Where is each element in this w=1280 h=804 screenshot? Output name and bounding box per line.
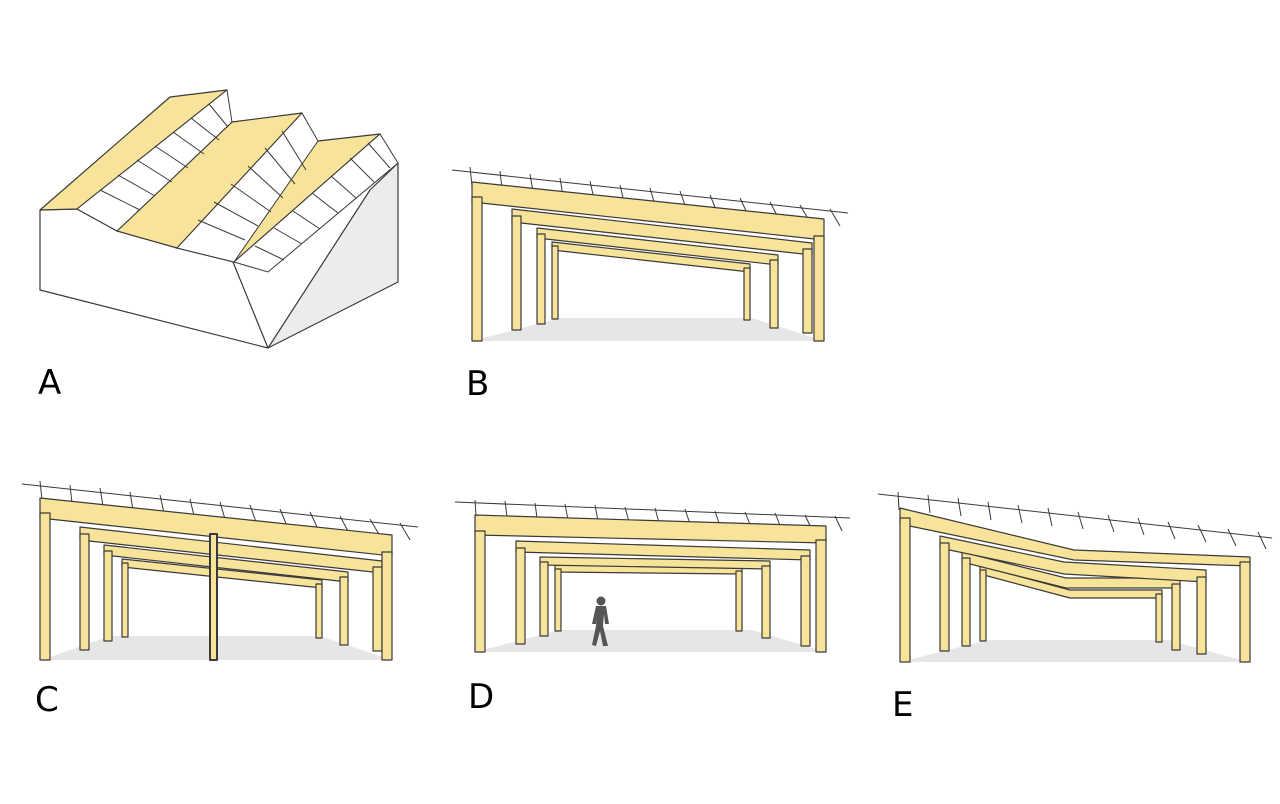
panel-b-portal-frames [451,166,849,342]
panel-d-floor [475,630,826,652]
panel-a-sawtooth-building [39,89,399,349]
panel-b-left-column [471,196,483,342]
panel-label-c: C [35,680,59,720]
panel-e-cranked-frames [877,491,1273,663]
panel-d-person-figure [592,596,609,646]
panel-label-d: D [468,677,495,717]
panel-b-right-column [813,235,825,342]
panel-e-front-beam [899,507,1251,567]
panel-b-floor [472,318,824,341]
panel-a-skylight-mullions [99,103,391,261]
panel-e-floor [900,640,1248,662]
panel-d-frames-with-person [454,499,851,653]
panel-label-b: B [466,364,490,404]
panel-c-frames-with-post [21,480,419,661]
panel-a-skylight-2 [176,112,319,263]
panel-e-purlins [877,491,1273,550]
panel-c-center-post [209,533,218,661]
panel-label-a: A [38,363,62,403]
panel-d-front-beam [474,514,827,544]
panel-label-e: E [892,685,914,725]
panel-a-skylight-1 [76,89,233,232]
